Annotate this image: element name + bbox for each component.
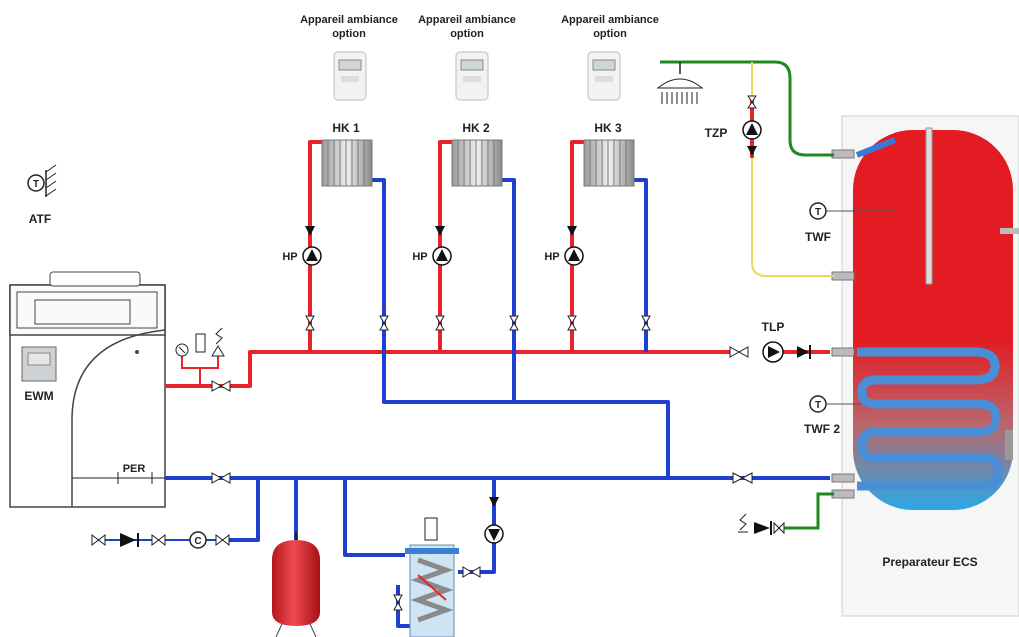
water-meter-c-symbol: C (194, 536, 201, 547)
expansion-vessel (272, 532, 320, 637)
atf-label: ATF (29, 212, 51, 226)
room-device-3: Appareil ambiance option (561, 14, 659, 101)
supply-main-pipe (165, 350, 730, 388)
safety-group (175, 327, 225, 386)
pump-tzp: TZP (705, 95, 762, 158)
twf2-t-symbol: T (815, 400, 821, 411)
radiator-hk3: HK 3 (583, 121, 635, 187)
twf-t-symbol: T (815, 207, 821, 218)
hk2-return-pipe (502, 178, 516, 402)
ewm-label: EWM (24, 389, 53, 403)
twf2-label: TWF 2 (804, 422, 840, 436)
hk2-supply-pipe (438, 140, 452, 352)
pump-tlp: TLP (762, 320, 811, 363)
radiator-hk1: HK 1 (321, 121, 373, 187)
hk3-label: HK 3 (594, 121, 622, 135)
device-option-label-2-line2: option (450, 28, 484, 40)
sensor-twf2: T TWF 2 (804, 395, 844, 436)
hk1-label: HK 1 (332, 121, 360, 135)
separator-inlet-pipe (343, 478, 405, 557)
dhw-tank: Preparateur ECS (831, 115, 1019, 617)
room-device-1: Appareil ambiance option (300, 14, 398, 101)
separator-loop-pipe (458, 478, 496, 574)
hydraulic-separator (393, 517, 481, 637)
device-option-label-3-line1: Appareil ambiance (561, 14, 659, 26)
hk1-return-pipe (372, 178, 670, 476)
fill-line: C (91, 531, 230, 549)
tank-label: Preparateur ECS (882, 555, 977, 569)
outdoor-sensor-atf: T ATF (27, 164, 57, 226)
hp1-label: HP (282, 251, 297, 263)
per-label: PER (123, 463, 146, 475)
pump-hp2: HP (412, 226, 452, 266)
circuit-valves (305, 315, 651, 331)
radiator-hk2: HK 2 (451, 121, 503, 187)
hk2-label: HK 2 (462, 121, 490, 135)
hp3-label: HP (544, 251, 559, 263)
pump-hp1: HP (282, 226, 322, 266)
tlp-label: TLP (762, 320, 785, 334)
pump-hp3: HP (544, 226, 584, 266)
hk3-return-pipe (634, 178, 648, 352)
device-option-label-1-line2: option (332, 28, 366, 40)
hp2-label: HP (412, 251, 427, 263)
room-device-2: Appareil ambiance option (418, 14, 516, 101)
boiler-ewm: EWM PER (9, 271, 166, 508)
hot-water-outlet-pipe (660, 60, 834, 157)
atf-t-symbol: T (33, 179, 39, 190)
pump-separator-loop (484, 497, 504, 544)
circulation-pipe (751, 62, 834, 277)
main-valves (211, 346, 753, 484)
hk1-supply-pipe (308, 140, 322, 352)
fill-branch-pipe (225, 478, 260, 542)
twf-label: TWF (805, 230, 831, 244)
tzp-label: TZP (705, 126, 728, 140)
shower-head (656, 62, 704, 104)
device-option-label-3-line2: option (593, 28, 627, 40)
sensor-twf: T TWF (805, 202, 844, 244)
hk3-supply-pipe (570, 140, 584, 352)
cold-water-inlet (738, 492, 834, 535)
device-option-label-1-line1: Appareil ambiance (300, 14, 398, 26)
device-option-label-2-line1: Appareil ambiance (418, 14, 516, 26)
